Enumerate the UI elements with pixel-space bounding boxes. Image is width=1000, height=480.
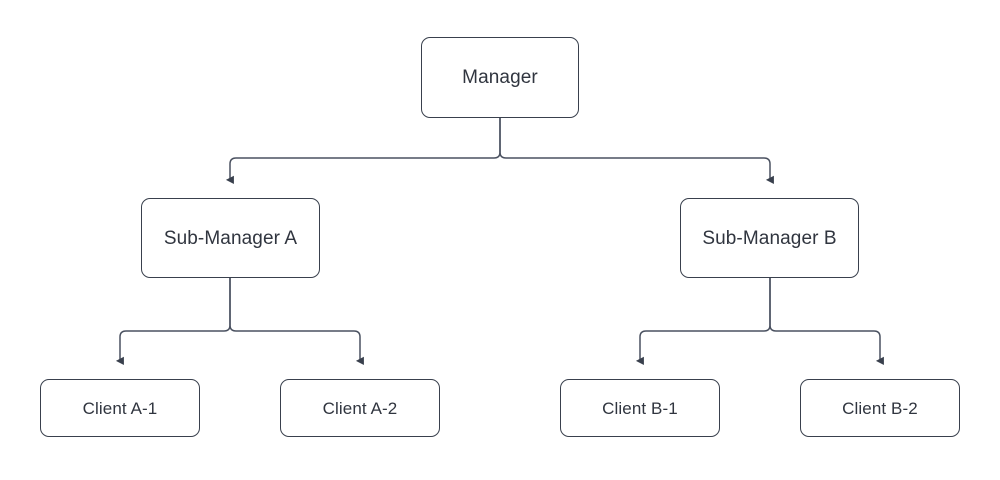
node-client-b1-label: Client B-1 <box>602 398 678 418</box>
node-client-a2-label: Client A-2 <box>322 398 398 418</box>
node-client-a2[interactable]: Client A-2 <box>280 379 440 437</box>
edge-sub-b-to-client-b2 <box>769 278 884 366</box>
edge-sub-b-to-client-b1 <box>635 278 771 366</box>
node-sub-manager-b[interactable]: Sub-Manager B <box>680 198 859 278</box>
node-client-a1[interactable]: Client A-1 <box>40 379 200 437</box>
edge-manager-to-sub-a <box>225 118 501 185</box>
edge-sub-a-to-client-a1 <box>115 278 231 366</box>
node-manager[interactable]: Manager <box>421 37 579 118</box>
node-sub-manager-a-label: Sub-Manager A <box>163 227 298 249</box>
node-sub-manager-a[interactable]: Sub-Manager A <box>141 198 320 278</box>
edge-manager-to-sub-b <box>499 118 774 185</box>
node-client-b2[interactable]: Client B-2 <box>800 379 960 437</box>
node-client-b2-label: Client B-2 <box>842 398 918 418</box>
edge-sub-a-to-client-a2 <box>229 278 364 366</box>
node-client-a1-label: Client A-1 <box>82 398 158 418</box>
node-manager-label: Manager <box>462 67 538 88</box>
node-client-b1[interactable]: Client B-1 <box>560 379 720 437</box>
node-sub-manager-b-label: Sub-Manager B <box>702 227 837 249</box>
